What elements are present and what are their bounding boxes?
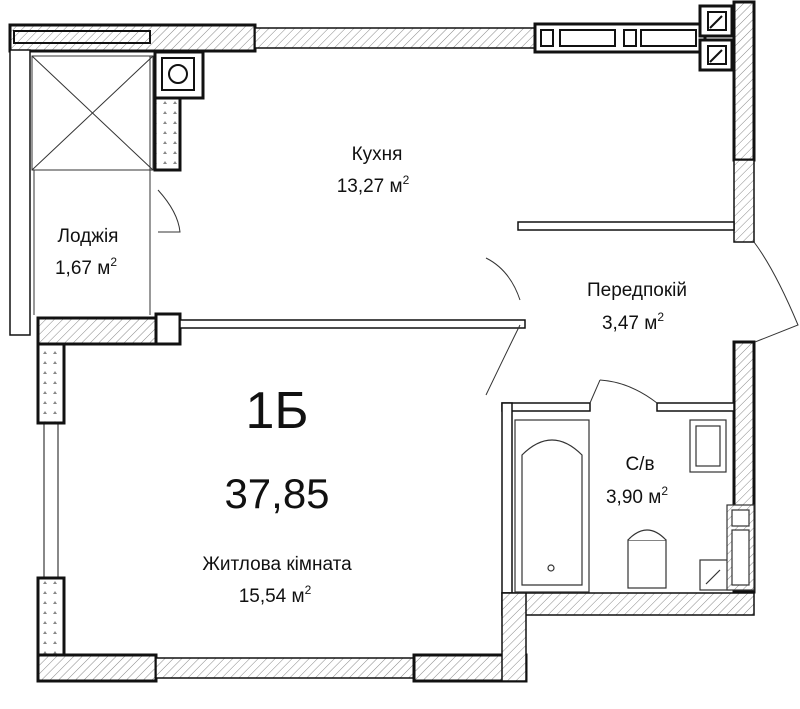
wall-top-right	[254, 27, 536, 49]
wall-loggia-bottom	[36, 316, 158, 346]
wall-top-left-inner	[13, 30, 151, 44]
wall-bath-bottom-left	[501, 592, 527, 682]
unit-code: 1Б	[245, 382, 308, 440]
hallway-name: Передпокій	[587, 280, 687, 301]
living-room-name: Житлова кімната	[202, 554, 352, 575]
hallway-area: 3,47 м2	[602, 310, 664, 334]
walls	[8, 0, 756, 683]
wall-bottom-mid	[155, 657, 415, 679]
loggia-window	[31, 55, 154, 315]
wall-loggia-kitchen	[153, 96, 182, 172]
column	[154, 312, 182, 346]
doors	[157, 189, 799, 404]
partition-kitchen-living	[179, 319, 526, 329]
bathroom-area: 3,90 м2	[606, 484, 668, 508]
wall-right-mid	[733, 159, 755, 243]
kitchen-name: Кухня	[352, 144, 403, 165]
unit-total-area: 37,85	[224, 470, 329, 517]
loggia-name: Лоджія	[58, 226, 119, 247]
loggia-area: 1,67 м2	[55, 255, 117, 279]
room-labels: Кухня 13,27 м2 Лоджія 1,67 м2 Передпокій…	[55, 144, 687, 607]
wall-bath-bottom	[501, 592, 755, 616]
living-room-area: 15,54 м2	[239, 583, 312, 607]
wall-bottom-left	[36, 653, 158, 683]
partition-hallway-bath	[501, 402, 591, 412]
wall-left-living-lower	[36, 576, 66, 660]
wall-loggia-left	[9, 49, 31, 336]
bathroom-fixtures	[514, 419, 755, 593]
partition-bath-right	[656, 402, 735, 412]
wall-right-upper	[732, 0, 756, 162]
kitchen-area: 13,27 м2	[337, 173, 410, 197]
partition-bath-left	[501, 402, 513, 594]
partition-kitchen-hallway	[517, 221, 735, 231]
toilet	[627, 539, 667, 589]
bathroom-name: С/в	[625, 454, 654, 475]
